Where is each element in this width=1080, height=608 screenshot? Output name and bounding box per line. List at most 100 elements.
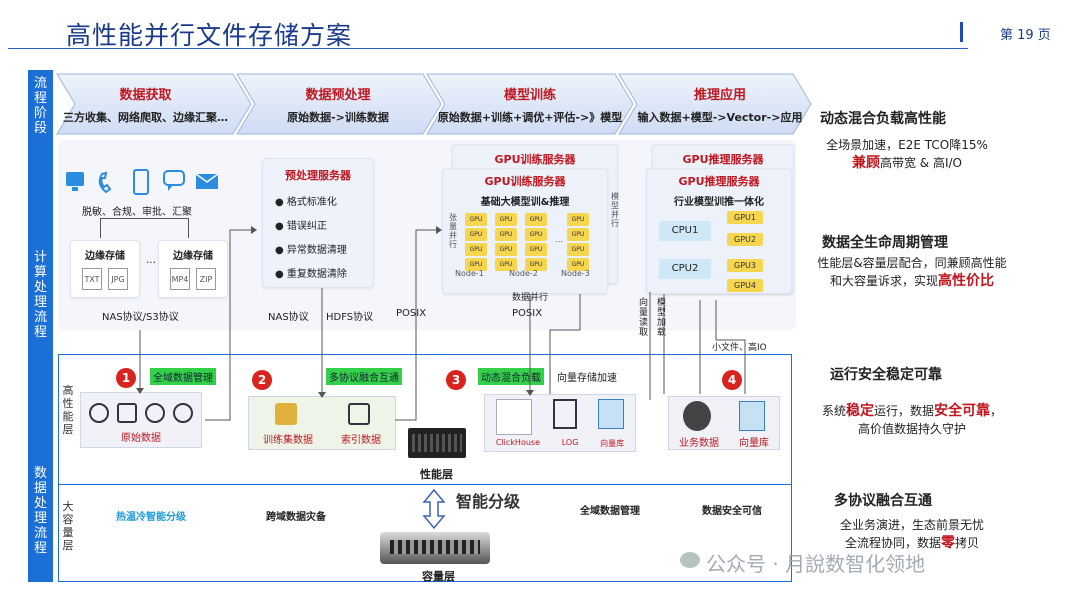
search-doc-icon bbox=[347, 403, 370, 425]
mail-icon bbox=[195, 173, 219, 189]
data-processing-frame bbox=[58, 354, 792, 582]
capacity-layer-label: 大容量层 bbox=[62, 500, 74, 552]
cpu-chip: CPU2 bbox=[659, 259, 711, 279]
bar-chart-icon bbox=[145, 403, 165, 423]
layer-divider bbox=[58, 484, 792, 485]
jpg-file-icon: JPG bbox=[108, 268, 128, 290]
smartphone-icon bbox=[133, 169, 149, 195]
step-number-2: 2 bbox=[252, 370, 272, 390]
clickhouse-caption: ClickHouse bbox=[495, 438, 540, 447]
gpu-training-server: GPU训练服务器 基础大模型训&推理 张量并行 GPU GPU GPU GPU … bbox=[442, 168, 608, 294]
feature-global-data: 全域数据管理 bbox=[580, 506, 640, 517]
node-label: Node-1 bbox=[455, 269, 484, 278]
preprocess-item: ● 异常数据清理 bbox=[275, 245, 347, 256]
connector-arrowhead bbox=[526, 390, 534, 396]
stage-training: 模型训练 原始数据+训练+调优+评估->》模型 bbox=[430, 74, 630, 134]
connector-arrowhead bbox=[251, 226, 257, 234]
stage-chevron-3 bbox=[426, 73, 634, 135]
sidebar-data-label: 数据处理流程 bbox=[33, 466, 47, 556]
stage-title: 模型训练 bbox=[503, 88, 556, 103]
stage-subtitle: 原始数据->训练数据 bbox=[287, 111, 389, 124]
business-box: 业务数据 向量库 bbox=[668, 396, 780, 450]
source-icons bbox=[66, 169, 219, 195]
stage-preprocess: 数据预处理 原始数据->训练数据 bbox=[248, 74, 428, 134]
training-index-box: 训练集数据 索引数据 bbox=[248, 396, 396, 450]
phone-call-icon bbox=[98, 171, 112, 194]
node-label: Node-3 bbox=[561, 269, 590, 278]
connector-arrowhead bbox=[436, 226, 442, 234]
stage-subtitle: 输入数据+模型->Vector->应用 bbox=[637, 111, 803, 124]
gpu-inference-server: GPU推理服务器 行业模型训推一体化 CPU1 CPU2 GPU1 GPU2 G… bbox=[646, 168, 792, 294]
log-icon bbox=[552, 399, 577, 429]
model-load-label: 模型加载 bbox=[657, 298, 667, 338]
mp4-file-icon: MP4 bbox=[170, 268, 190, 290]
business-data-caption: 业务数据 bbox=[679, 438, 719, 449]
acquisition-steps: 脱敏、合规、审批、汇聚 bbox=[82, 207, 192, 218]
preprocess-item: ● 格式标准化 bbox=[275, 197, 337, 208]
hybrid-box: ClickHouse LOG 向量库 bbox=[484, 394, 636, 452]
gpu-chip: GPU1 bbox=[727, 211, 763, 224]
index-data-caption: 索引数据 bbox=[341, 435, 381, 446]
edge-ellipsis: … bbox=[146, 255, 156, 266]
tiering-arrow bbox=[422, 488, 446, 530]
performance-layer-label: 高性能层 bbox=[62, 384, 74, 436]
protocol-hdfs: HDFS协议 bbox=[326, 312, 374, 323]
chat-icon bbox=[163, 170, 185, 191]
connector-line bbox=[395, 229, 440, 421]
vector-accel-label: 向量存储加速 bbox=[557, 373, 617, 384]
dataset-icon bbox=[274, 403, 297, 425]
feature-desc-multiprotocol: 全业务演进，生态前景无忧 全流程协同，数据零拷贝 bbox=[839, 518, 984, 551]
preprocess-server: 预处理服务器 ● 格式标准化 ● 错误纠正 ● 异常数据清理 ● 重复数据清除 bbox=[262, 158, 374, 288]
stage-subtitle: 原始数据+训练+调优+评估->》模型 bbox=[437, 111, 623, 124]
gpu-node-grid: GPU GPU GPU GPU GPU GPU GPU GPU GPU GPU … bbox=[465, 213, 593, 271]
feature-desc-performance: 全场景加速，E2E TCO降15% 兼顾高带宽 & 高I/O bbox=[826, 138, 988, 171]
step-number-3: 3 bbox=[446, 370, 466, 390]
connector-arrowhead bbox=[136, 388, 144, 394]
stage-subtitle: 三方收集、网络爬取、边缘汇聚… bbox=[63, 111, 228, 124]
node-label: Node-2 bbox=[509, 269, 538, 278]
feature-security: 数据安全可信 bbox=[702, 506, 762, 517]
preprocess-item: ● 错误纠正 bbox=[275, 221, 327, 232]
connector-line bbox=[205, 229, 255, 421]
stage-acquisition: 数据获取 三方收集、网络爬取、边缘汇聚… bbox=[58, 74, 233, 134]
watermark: 公众号 · 月說数智化领地 bbox=[706, 552, 926, 576]
raw-data-box: 原始数据 bbox=[80, 392, 202, 448]
feature-title-performance: 动态混合负载高性能 bbox=[820, 111, 946, 127]
tiering-label: 智能分级 bbox=[456, 492, 521, 511]
gpu-chip: GPU4 bbox=[727, 279, 763, 292]
step-number-1: 1 bbox=[116, 368, 136, 388]
feature-title-multiprotocol: 多协议融合互通 bbox=[834, 493, 932, 509]
protocol-nas: NAS协议 bbox=[268, 312, 309, 323]
computer-icon bbox=[66, 172, 84, 191]
performance-layer-caption: 性能层 bbox=[420, 468, 453, 481]
connector-line bbox=[549, 294, 581, 394]
raw-data-caption: 原始数据 bbox=[121, 433, 161, 444]
title-underline bbox=[8, 48, 968, 49]
zip-file-icon: ZIP bbox=[196, 268, 216, 290]
stage-title: 数据获取 bbox=[119, 88, 172, 103]
stage-title: 数据预处理 bbox=[305, 88, 371, 103]
training-set-caption: 训练集数据 bbox=[263, 435, 313, 446]
title-divider bbox=[960, 22, 963, 42]
connector-arrowhead bbox=[318, 392, 326, 398]
step-number-4: 4 bbox=[722, 370, 742, 390]
stage-title: 推理应用 bbox=[693, 88, 746, 103]
connector-line bbox=[715, 300, 746, 394]
gpu-chip: GPU3 bbox=[727, 259, 763, 272]
tag-multiprotocol: 多协议融合互通 bbox=[326, 368, 402, 385]
left-sidebar: 流程阶段 计算处理流程 数据处理流程 bbox=[28, 70, 53, 582]
image-icon bbox=[117, 403, 137, 423]
document-icon bbox=[173, 403, 193, 423]
wechat-icon bbox=[680, 552, 700, 568]
model-parallel-label: 模型并行 bbox=[611, 192, 619, 228]
clickhouse-icon bbox=[495, 399, 532, 435]
vector-read-label: 向量读取 bbox=[639, 298, 649, 338]
preprocess-server-title: 预处理服务器 bbox=[285, 169, 351, 182]
gpu-chip: GPU2 bbox=[727, 233, 763, 246]
training-protocol: POSIX bbox=[512, 308, 543, 319]
feature-desc-lifecycle: 性能层&容量层配合，同兼顾高性能 和大容量诉求，实现高性价比 bbox=[817, 256, 1007, 289]
feature-title-lifecycle: 数据全生命周期管理 bbox=[822, 235, 948, 251]
preprocess-item: ● 重复数据清除 bbox=[275, 269, 347, 280]
stage-chevron-2 bbox=[236, 73, 442, 135]
